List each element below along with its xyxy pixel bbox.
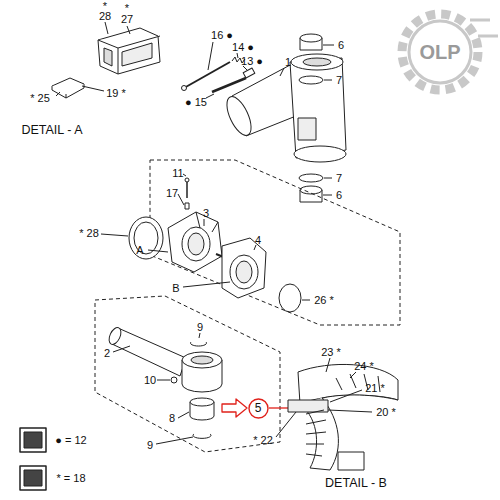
bushing-6	[300, 34, 322, 50]
callout-number: B	[172, 283, 179, 294]
guard-detail-b	[288, 364, 398, 470]
callout-number: 11	[172, 168, 183, 179]
callout-number: 19 *	[106, 88, 126, 99]
callout-number: 4	[255, 235, 261, 246]
callout-number: 17	[166, 188, 178, 199]
callout-number: 9	[197, 322, 203, 333]
callout-number: 28	[99, 11, 111, 22]
group-outline	[95, 296, 280, 452]
callout-number: 13 ●	[241, 56, 263, 67]
group-outline	[150, 160, 400, 325]
callout-number: * = 18	[56, 473, 85, 484]
callout-number: *	[125, 3, 129, 14]
callout-number: ● 15	[185, 97, 207, 108]
callout-number: 16 ●	[211, 30, 233, 41]
screw-11	[185, 178, 189, 209]
part-13	[243, 68, 255, 78]
cylinder-housing	[222, 54, 346, 162]
callout-number: 2	[104, 348, 110, 359]
circlip-9	[193, 434, 211, 438]
callout-number: * 28	[79, 228, 99, 239]
pin-16	[182, 62, 231, 91]
callout-number: 20 *	[376, 407, 396, 418]
callout-number: 5	[248, 398, 269, 415]
detail-title: DETAIL - A	[21, 124, 82, 137]
callout-circle: 5	[248, 398, 269, 419]
watermark: OLP	[419, 42, 460, 62]
callout-number: A	[136, 245, 143, 256]
callout-number: 23 *	[321, 347, 341, 358]
ring-7	[299, 76, 323, 84]
callout-number: 7	[336, 75, 342, 86]
callout-number: ● = 12	[55, 435, 86, 446]
pad-25	[52, 78, 84, 98]
callout-number: 8	[169, 413, 175, 424]
callout-number: 27	[121, 14, 133, 25]
kit-icon	[20, 466, 46, 490]
callout-number: * 25	[30, 93, 50, 104]
circlip-9	[191, 342, 207, 346]
callout-number: 6	[336, 190, 342, 201]
callout-number: 7	[336, 173, 342, 184]
clamp-half-3	[168, 212, 222, 272]
grease-nipple-10	[171, 377, 177, 383]
logo-gear	[402, 14, 498, 90]
callout-number: 24 *	[354, 361, 374, 372]
ring-7	[299, 174, 323, 182]
callout-number: 3	[203, 208, 209, 219]
callout-number: 21 *	[365, 383, 385, 394]
callout-number: 6	[338, 40, 344, 51]
callout-number: 14 ●	[232, 42, 254, 53]
kit-icon	[20, 428, 46, 452]
bushing-6	[300, 186, 322, 202]
callout-number: 10	[144, 375, 156, 386]
detail-title: DETAIL - B	[325, 477, 387, 490]
callout-number: 9	[147, 440, 153, 451]
callout-number: * 22	[253, 435, 273, 446]
seal-26	[279, 284, 301, 312]
bush-8	[190, 398, 214, 420]
detail-a-block	[98, 28, 160, 74]
callout-number: 1	[285, 57, 291, 68]
clamp-half-4	[222, 238, 266, 298]
callout-number: 26 *	[314, 295, 334, 306]
shaft-2	[107, 326, 222, 392]
ring-28	[129, 217, 163, 259]
callout-arrow	[222, 399, 247, 417]
pin-15	[212, 78, 246, 92]
